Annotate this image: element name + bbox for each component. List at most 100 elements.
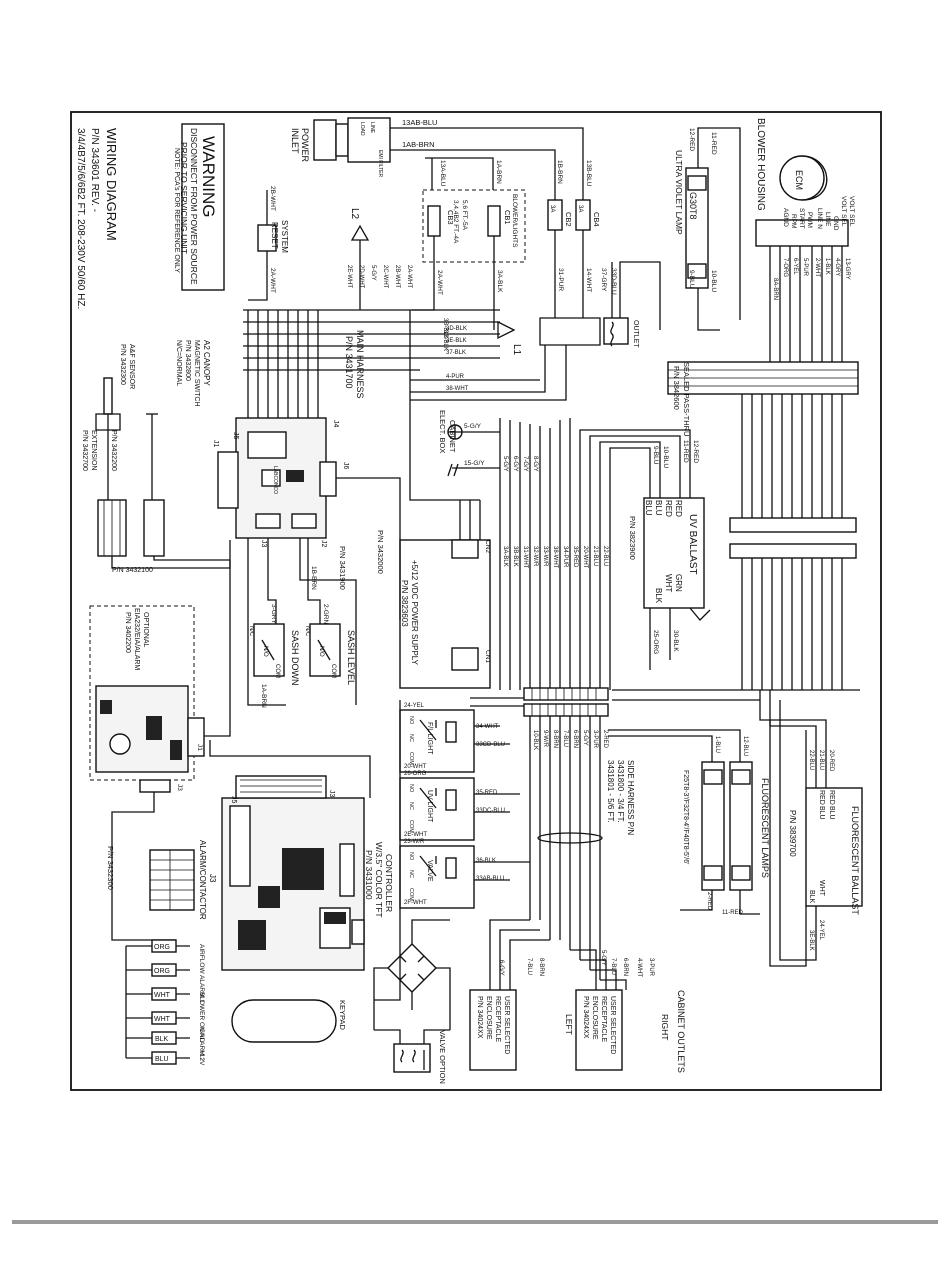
emi-load-label: LOAD (359, 122, 365, 136)
airflow-sensor-pn: P/N 3432300 (119, 344, 126, 385)
bundle-wire-21: 21-BLU (592, 546, 598, 566)
sash-down-com: COM (274, 664, 280, 678)
blower-pin-agnd: AGND (782, 208, 789, 227)
outlet-wire-8-brn-l: 8-BRN (538, 958, 544, 976)
blower-wire-7-org: 7-ORG (782, 258, 788, 277)
fl-wire-11-red: 11-RED (722, 910, 744, 916)
canopy-switch-nc: N/C=NORMAL (175, 340, 182, 386)
sash-level-label: SASH LEVEL (346, 630, 356, 685)
blower-pin-pwm: PWM (806, 212, 813, 228)
uvb-wire-10-blu: 10-BLU (662, 446, 669, 468)
fl-lamps-label: FLUORESCENT LAMPS (760, 778, 770, 878)
board-pn2: P/N 3431900 (338, 546, 347, 590)
main-harness: MAIN HARNESS P/N 3431700 3B-BLK 3C-BLK 3… (243, 265, 546, 501)
uv-ballast-pin-blu-2: BLU (644, 500, 653, 516)
outlet-wire-4-wht: 4-WHT (636, 958, 642, 977)
alarm-row-3-color: WHT (154, 992, 171, 999)
power-inlet: POWER INLET LINE LOAD EMI FILTER (290, 117, 391, 178)
board-j1: J1 (212, 440, 219, 448)
canopy-switch-pn: P/N 3432800 (184, 340, 191, 381)
uv-wire-11-red: 11-RED (710, 132, 717, 155)
warning-line-1: DISCONNECT FROM POWER SOURCE (189, 128, 199, 285)
outlet-wire-7-blu-r: 7-BLU (610, 958, 616, 975)
uv-wire-9-blu: 9-BLU (688, 270, 695, 289)
canopy-sensors: A2 CANOPY MAGNETIC SWITCH P/N 3432800 N/… (81, 340, 231, 574)
wire-label-13ab-blu: 13AB-BLU (402, 118, 437, 127)
flb-pin-red-2: RED (818, 790, 825, 805)
bundle-wire-35: 35-RED (572, 546, 578, 568)
sash-wire-2-grn: 2-GRN (322, 604, 329, 625)
uv-ballast-pin-red-2: RED (664, 500, 673, 517)
controller-j5: J5 (230, 796, 237, 804)
cb4-rating: 3A (577, 205, 583, 212)
valve-option-label: VALVE OPTION (438, 1030, 447, 1084)
sash-wire-3-gry: 3-GRY (270, 604, 277, 624)
relay-valve-label: VALVE (426, 860, 433, 882)
lower-wire-3: 3-PUR (592, 730, 598, 749)
board-j6: J6 (342, 462, 349, 470)
relay-fl-wire-34: 34-WHT (476, 724, 499, 730)
valve-option: VALVE OPTION (374, 1029, 450, 1084)
relay-fl-light: F/L LIGHT NO NC COM 24-YEL 34-WHT 33CD-B… (399, 703, 505, 773)
sealed-pass-thru: SEALED PASS-THRU P/N 3842600 (667, 361, 859, 520)
connector-strip-13 (729, 517, 857, 690)
relay-uv-wire-26: 26-ORG (404, 771, 427, 777)
uv-ballast-label: UV BALLAST (687, 514, 698, 575)
outlet-wire-6-brn: 6-BRN (622, 958, 628, 976)
emi-filter-label: EMI FILTER (377, 150, 383, 178)
blower-wire-2-wht: 2-WHT (814, 258, 820, 277)
bundle-wire-38: 38-WHT (552, 546, 558, 569)
blower-pin-gnd: GND (832, 216, 839, 231)
blower-pin-volt-sel-2: VOLT SEL (840, 196, 847, 227)
uv-wire-12-red: 12-RED (688, 128, 695, 151)
fl-wire-12-blu: 12-BLU (742, 736, 748, 756)
ps-cn1-label: CN1 (484, 650, 491, 663)
blower-wire-6-yel: 6-YEL (792, 258, 798, 275)
alarm-pn: P/N 3432300 (106, 846, 115, 890)
fluorescent-ballast: FLUORESCENT BALLAST P/N 3839700 RED RED … (759, 690, 863, 967)
sash-wire-1a-brn: 1A-BRN (260, 684, 267, 708)
title-block: WIRING DIAGRAM P/N 343601 REV. - 3/4/4B7… (75, 128, 119, 309)
alarm-contactor: J3 ALARM/CONTACTOR P/N 3432300 ORG ORG W… (106, 840, 217, 1066)
title-line-3: 3/4/4B7/5/6/6B2 FT. 208-230V 50/60 HZ. (75, 128, 86, 309)
blower-wire-8a-brn: 8A-BRN (772, 278, 778, 300)
bundle-wire-32: 32-W/R (532, 546, 538, 567)
extension-label: EXTENSION (90, 430, 97, 470)
mh-wire-38-wht: 38-WHT (446, 386, 469, 392)
wire-label-1ab-brn: 1AB-BRN (402, 140, 435, 149)
flb-pin-wht: WHT (818, 880, 825, 897)
uvb-wire-11-red: 11-RED (682, 440, 689, 463)
sash-down-nc: N/C (248, 626, 254, 637)
flb-wire-21-blu: 21-BLU (818, 750, 824, 770)
controller-board: J5 J3 CONTROLLER W/3.5" COLOR TFT P/N 34… (221, 775, 394, 971)
keypad: KEYPAD (231, 999, 347, 1043)
relay-uv-wire-35: 35-RED (476, 790, 498, 796)
system-reset-label-2: RESET (270, 222, 279, 249)
optional-type: EIA232/EIA/ALARM (133, 608, 140, 670)
relay-fl-nc: NC (408, 734, 414, 742)
breaker-cb3 (427, 205, 441, 237)
footer-rule (12, 1220, 938, 1224)
wire-14-wht: 14-WHT (585, 268, 592, 292)
bundle-wire-3b: 3B-BLK (512, 546, 518, 567)
blower-wire-5-pur: 5-PUR (802, 258, 808, 277)
uv-ballast-pn: P/N 3823900 (628, 516, 637, 560)
bundle-wire-33: 33-W/R (542, 546, 548, 567)
board-brand: LABCONCO (272, 466, 278, 494)
relay-valve-com: COM (408, 888, 414, 901)
alarm-row-2-color: ORG (154, 968, 170, 975)
outlet-left-enc-3: ENCLOSURE (485, 996, 492, 1040)
mh-wire-3b: 3B-BLK (442, 318, 448, 339)
wire-2b-wht: 2B-WHT (269, 186, 276, 211)
outlet: OUTLET 33D-BLU 37-GRY (410, 261, 661, 401)
optional-j1: J1 (196, 744, 203, 751)
cable-pn-b: P/N 3432100 (112, 567, 153, 574)
blower-wire-4-gry: 4-GRY (834, 258, 840, 276)
warning-line-2: PRIOR TO SERVICING UNIT (179, 142, 189, 254)
system-reset-switch: SYSTEM RESET 2B-WHT 2A-WHT (248, 186, 289, 301)
relay-uv-light: UV LIGHT NO NC COM 26-ORG 35-RED 33DC-BL… (399, 771, 505, 841)
cabinet-outlets: USER SELECTED RECEPTACLE ENCLOSURE P/N 3… (469, 919, 686, 1073)
fluorescent-lamps: F25T8-3'/F32T8-4'/F40T8-5'/6' FLUORESCEN… (608, 729, 770, 916)
blower-pin-line-n: LINE N (816, 208, 823, 229)
